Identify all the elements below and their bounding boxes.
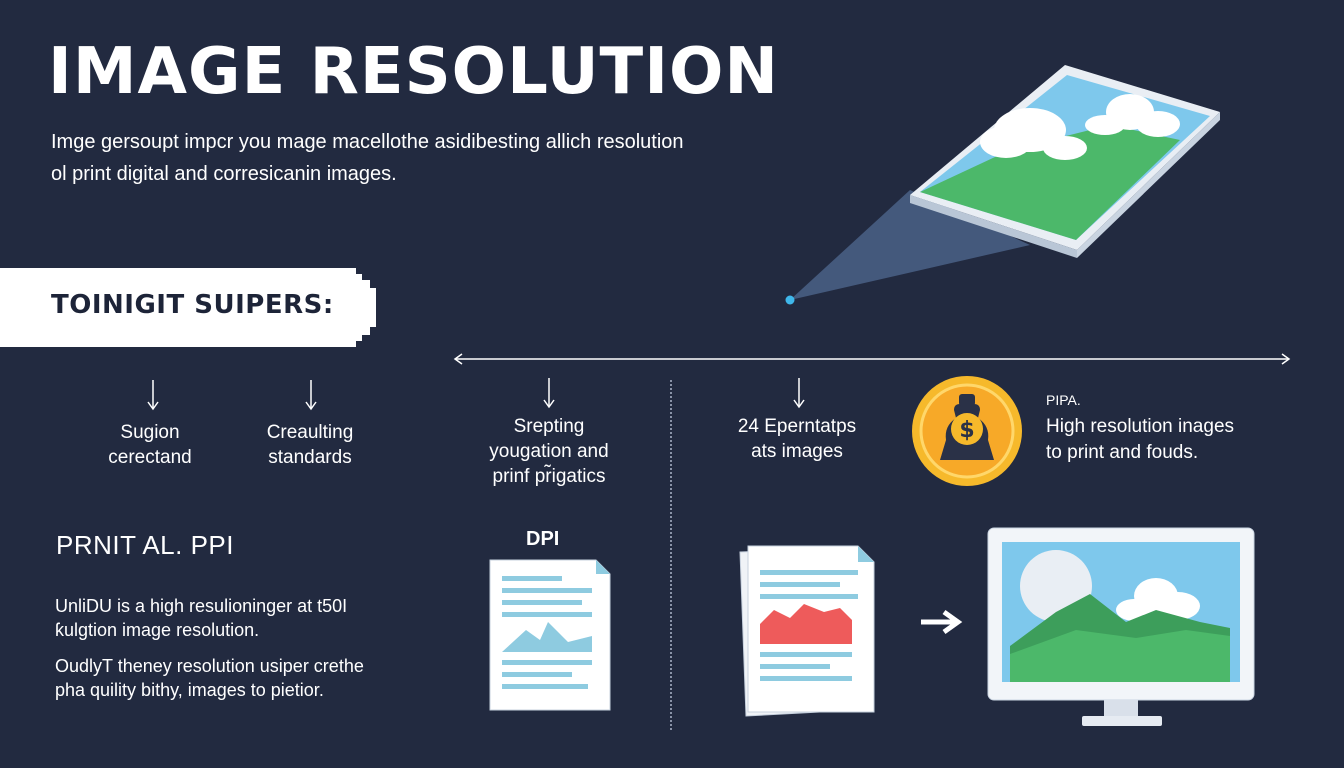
step-1-line-2: cerectand (108, 447, 192, 468)
dpi-label: DPI (526, 528, 560, 550)
step-2-line-2: standards (268, 447, 352, 468)
step-3-line-1: Srepting (513, 416, 585, 437)
coin-note-line-2: to print and fouds. (1046, 442, 1199, 463)
step-4-line-1: 24 Eperntatps (737, 416, 857, 437)
section-banner: TOINIGIT SUIPERS: (0, 268, 380, 347)
step-3-label: Srepting yougation and prinf pr̃igatics (459, 414, 639, 489)
right-arrow-icon (921, 609, 963, 635)
step-2-line-1: Creaulting (266, 422, 354, 443)
floating-photo-icon (785, 65, 1220, 305)
document-icon (489, 559, 611, 711)
coin-money-bag-icon: $ (912, 376, 1022, 486)
step-3-line-2: yougation and (489, 441, 609, 462)
print-section-heading: PRNIT AL. PPI (56, 530, 234, 560)
step-4-line-2: ats images (751, 441, 843, 462)
coin-note: High resolution inages to print and foud… (1046, 414, 1306, 466)
step-2-label: Creaulting standards (230, 420, 390, 470)
down-arrow-icon (543, 378, 555, 409)
monitor-icon (987, 527, 1255, 726)
step-3-line-3: prinf pr̃igatics (492, 466, 606, 487)
coin-note-line-1: High resolution inages (1046, 416, 1235, 437)
print-section-para-1: UnliDU is a high resulioninger at t50I ƙ… (55, 596, 348, 640)
double-arrow-line (453, 353, 1291, 365)
step-1-line-1: Sugion (120, 422, 180, 443)
step-4-label: 24 Eperntatps ats images (717, 414, 877, 464)
step-1-label: Sugion cerectand (70, 420, 230, 470)
print-section-para-2: OudlyT theney resolution usiper crethe p… (55, 656, 364, 700)
dollar-sign: $ (959, 418, 974, 443)
page-title: IMAGE RESOLUTION (48, 35, 779, 109)
dotted-divider (670, 380, 672, 730)
down-arrow-icon (305, 380, 317, 411)
down-arrow-icon (793, 378, 805, 409)
document-stack-icon (739, 545, 875, 717)
down-arrow-icon (147, 380, 159, 411)
banner-label: TOINIGIT SUIPERS: (51, 290, 334, 320)
page-subtitle: Imge gersoupt impcr you mage macellothe … (51, 131, 684, 185)
coin-tag: PIPA. (1046, 392, 1081, 408)
